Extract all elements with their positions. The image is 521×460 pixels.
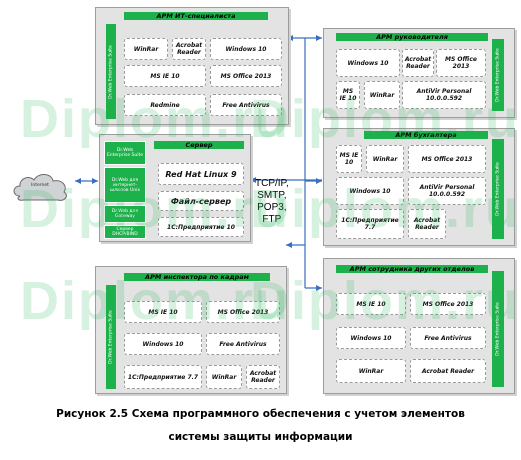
panel-title: Сервер [154,141,244,149]
ie-box: MS IE 10 [336,81,360,109]
side-item: Dr.Web для Gateway [104,205,146,223]
arrow-server [250,177,256,183]
side-item: Сервер DHCP/BIND [104,225,146,239]
panel-server: Dr.Web Enterprise Suite Dr.Web для интер… [99,134,251,242]
internet-cloud-icon [13,174,67,201]
office-box: MS Office 2013 [408,145,486,173]
windows-box: Windows 10 [336,177,404,205]
protocols-label: TCP/IP, SMTP, POP3, FTP [255,178,289,225]
figure-caption-line2: системы защиты информации [168,431,353,443]
antivirus-box: Free Antivirus [206,333,280,355]
onec-box: 1С:Предприятие 10 [158,217,244,237]
winrar-box: WinRar [124,38,168,60]
os-box: Red Hat Linux 9 [158,163,244,185]
windows-box: Windows 10 [124,333,202,355]
winrar-box: WinRar [364,81,400,109]
office-box: MS Office 2013 [206,301,280,323]
ie-box: MS IE 10 [336,145,362,173]
windows-box: Windows 10 [210,38,282,60]
arrow-server-left [92,178,98,184]
arrow-top [287,35,293,41]
panel-title: АРМ инспектора по кадрам [124,273,270,281]
acrobat-box: Acrobat Reader [402,49,434,77]
side-bar: Dr.Web Enterprise Suite [492,271,504,387]
antivirus-box: Free Antivirus [410,327,486,349]
panel-title: АРМ сотрудника других отделов [336,265,488,273]
onec-box: 1С:Предприятие 7.7 [336,209,404,239]
arrow-accountant [316,178,322,184]
redmine-box: Redmine [124,94,206,116]
ie-box: MS IE 10 [124,65,206,87]
arrow-internet [75,178,81,184]
office-box: MS Office 2013 [410,293,486,315]
arrow-hr [286,242,292,248]
winrar-box: WinRar [206,365,242,389]
side-bar: Dr.Web Enterprise Suite [106,285,116,389]
side-bar: Dr.Web Enterprise Suite [106,24,116,119]
acrobat-box: Acrobat Reader [246,365,280,389]
side-bar: Dr.Web Enterprise Suite [492,39,504,111]
panel-accountant: АРМ бухгалтера Dr.Web Enterprise Suite M… [323,128,515,246]
panel-title: АРМ ИТ-специалиста [124,12,268,20]
onec-box: 1С:Предприятие 7.7 [124,365,202,389]
office-box: MS Office 2013 [436,49,486,77]
ie-box: MS IE 10 [336,293,406,315]
antivir-box: AntiVir Personal 10.0.0.592 [408,177,486,205]
arrow-other [316,285,322,291]
panel-other-departments: АРМ сотрудника других отделов Dr.Web Ent… [323,258,515,394]
office-box: MS Office 2013 [210,65,282,87]
panel-hr-inspector: АРМ инспектора по кадрам Dr.Web Enterpri… [95,266,287,394]
figure-caption-line1: Рисунок 2.5 Схема программного обеспечен… [56,408,465,420]
arrow-manager [316,35,322,41]
windows-box: Windows 10 [336,49,400,77]
side-bar: Dr.Web Enterprise Suite [492,139,504,239]
panel-it-specialist: АРМ ИТ-специалиста Dr.Web Enterprise Sui… [95,7,289,125]
panel-title: АРМ руководителя [336,33,488,41]
side-item: Dr.Web Enterprise Suite [104,141,146,165]
ie-box: MS IE 10 [124,301,202,323]
fileserver-box: Файл-сервер [158,191,244,211]
internet-label: Internet [31,183,49,188]
panel-manager: АРМ руководителя Dr.Web Enterprise Suite… [323,28,515,118]
antivir-box: AntiVir Personal 10.0.0.592 [402,81,486,109]
panel-title: АРМ бухгалтера [364,131,488,139]
antivirus-box: Free Antivirus [210,94,282,116]
winrar-box: WinRar [366,145,404,173]
windows-box: Windows 10 [336,327,406,349]
acrobat-box: Acrobat Reader [172,38,206,60]
side-item: Dr.Web для интернет-шлюзов Unix [104,167,146,203]
acrobat-box: Acrobat Reader [408,209,446,239]
winrar-box: WinRar [336,359,406,383]
acrobat-box: Acrobat Reader [410,359,486,383]
